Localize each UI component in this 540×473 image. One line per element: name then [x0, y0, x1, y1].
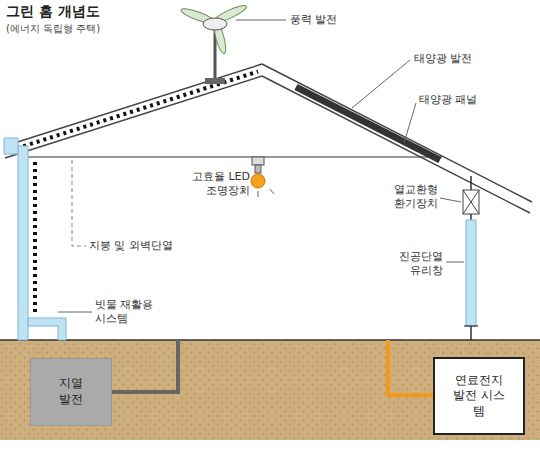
- ceiling: [28, 156, 442, 157]
- part-label: 빗물 재활용 시스템: [95, 298, 163, 326]
- part-label: 태양광 발전: [414, 52, 473, 66]
- part-label: 열교환형 환기장치: [387, 183, 438, 211]
- diagram-title: 그린 홈 개념도: [6, 3, 100, 21]
- vacuum-window: [466, 220, 476, 326]
- right-wall: [470, 214, 472, 220]
- fuel-cell-pipe: [388, 340, 433, 395]
- solar-panel: [296, 87, 440, 160]
- outer-wall: [18, 146, 28, 340]
- part-label: (에너지 독립형 주택): [6, 23, 100, 36]
- leader-line: [58, 312, 92, 313]
- part-label: 지붕 및 외벽단열: [89, 239, 173, 253]
- leader-line: [352, 60, 410, 108]
- fuel-cell-box: 연료전지 발전 시스템: [433, 357, 525, 435]
- wall-insulation: [33, 162, 37, 312]
- right-wall: [470, 326, 472, 340]
- leader-line: [404, 103, 416, 143]
- part-label: 태양광 패널: [419, 93, 478, 107]
- ground-line: [0, 339, 540, 341]
- roof-outer-right: [262, 64, 532, 202]
- leader-line: [236, 20, 286, 21]
- leader-line: [446, 262, 464, 263]
- roof-inner-left: [5, 76, 262, 158]
- ventilation-unit: [463, 190, 479, 214]
- roof-insulation: [10, 72, 258, 151]
- rain-gutter: [4, 138, 18, 154]
- right-wall: [470, 176, 472, 190]
- wind-turbine: [180, 3, 248, 84]
- part-label: 진공단열 유리창: [392, 250, 443, 278]
- roof-outer-left: [5, 64, 262, 146]
- node-text: 연료전지 발전 시스템: [449, 373, 509, 420]
- node-text: 지열 발전: [53, 376, 89, 407]
- ground: [0, 340, 540, 440]
- leader-line: [440, 198, 461, 202]
- geothermal-box: 지열 발전: [30, 358, 112, 426]
- part-label: 풍력 발전: [290, 13, 338, 27]
- window-sill: [464, 325, 478, 326]
- rain-tank: [28, 318, 66, 340]
- geothermal-pipe: [112, 340, 178, 392]
- part-label: 고효율 LED 조명장치: [182, 170, 250, 198]
- leader-line: [72, 160, 86, 246]
- roof-inner-right: [262, 76, 530, 213]
